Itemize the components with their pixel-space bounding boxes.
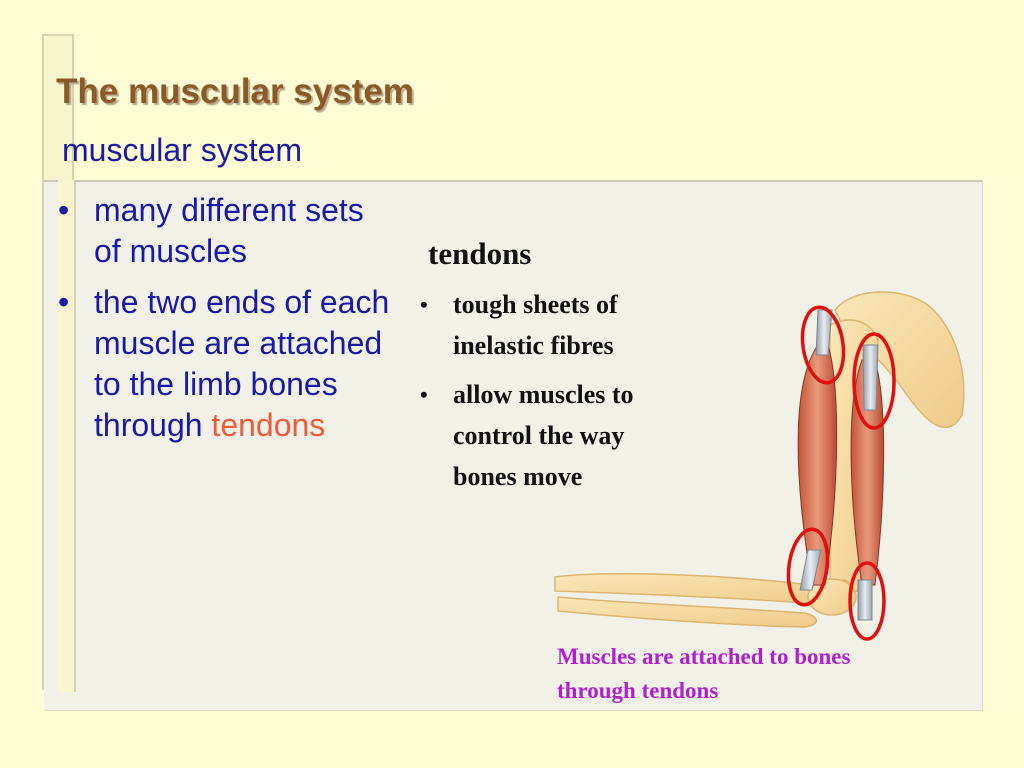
list-item-text: tough sheets of inelastic fibres bbox=[453, 290, 618, 360]
tendon-bottom-left bbox=[799, 549, 822, 591]
slide-title: The muscular system bbox=[56, 72, 414, 111]
highlighted-term: tendons bbox=[211, 407, 326, 443]
tendon-highlight-circle bbox=[800, 305, 846, 385]
slide-subtitle: muscular system bbox=[62, 132, 303, 168]
list-item: • the two ends of each muscle are attach… bbox=[58, 282, 398, 446]
bullet-marker: • bbox=[420, 292, 428, 317]
biceps-muscle bbox=[797, 344, 838, 586]
forearm-bone-lower bbox=[557, 596, 817, 628]
list-item: • tough sheets of inelastic fibres bbox=[420, 284, 670, 366]
right-bullet-list: • tough sheets of inelastic fibres • all… bbox=[420, 284, 670, 505]
tendon-highlight-circle bbox=[786, 527, 830, 607]
list-item-text: the two ends of each muscle are attached… bbox=[94, 284, 390, 443]
list-item-text: allow muscles to control the way bones m… bbox=[453, 380, 634, 491]
decorative-inner-bar bbox=[58, 180, 76, 692]
tendon-highlight-circle bbox=[852, 332, 896, 430]
list-item: • allow muscles to control the way bones… bbox=[420, 374, 670, 497]
tendon-highlight-circle bbox=[848, 561, 886, 641]
bullet-marker: • bbox=[58, 284, 70, 320]
tendon-bottom-right bbox=[857, 579, 873, 621]
arm-muscles-tendons-illustration bbox=[554, 291, 965, 641]
list-item-text: many different sets of muscles bbox=[94, 192, 364, 269]
left-bullet-list: • many different sets of muscles • the t… bbox=[58, 190, 398, 456]
list-item: • many different sets of muscles bbox=[58, 190, 398, 272]
figure-caption: Muscles are attached to bones through te… bbox=[557, 644, 851, 703]
tendon-top-right bbox=[862, 344, 879, 411]
bullet-marker: • bbox=[420, 382, 428, 407]
tendons-heading: tendons bbox=[428, 236, 532, 271]
bullet-marker: • bbox=[58, 192, 70, 228]
